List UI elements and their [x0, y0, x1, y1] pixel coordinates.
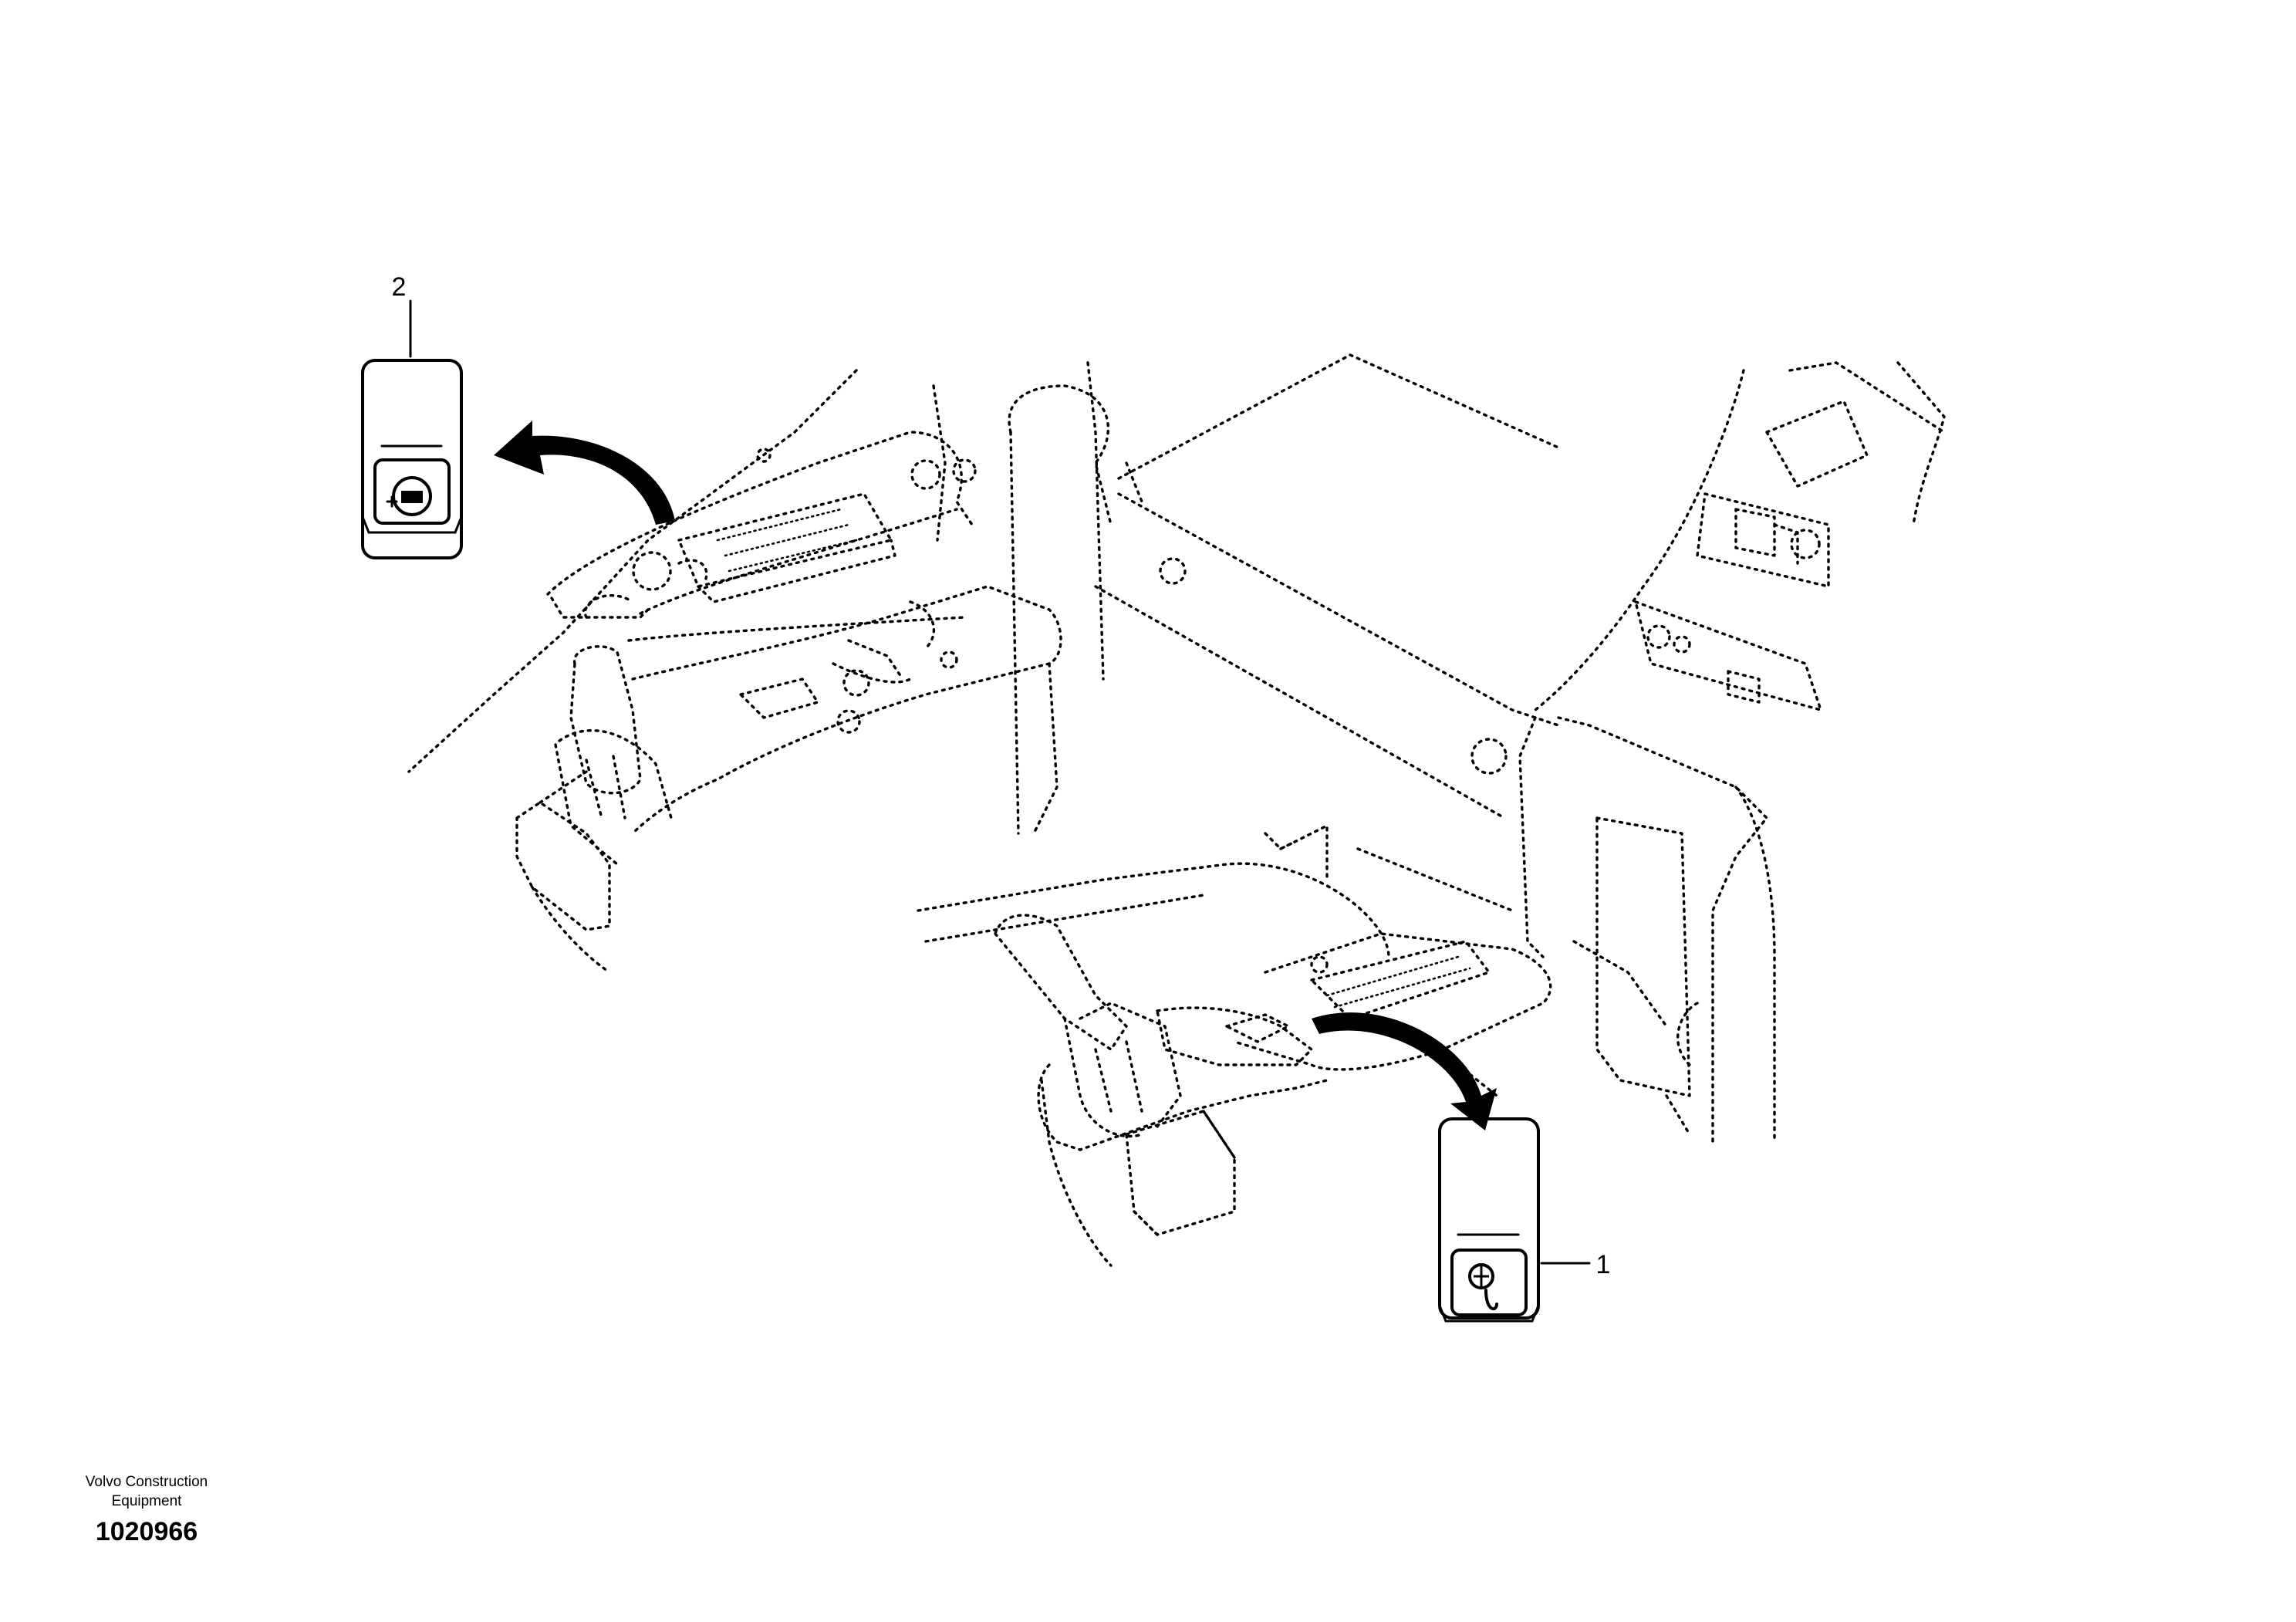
- switch-body-upper: [361, 359, 463, 559]
- arrow-upper: [494, 421, 675, 525]
- arrows: [494, 421, 1497, 1130]
- engine-switch-icon: [386, 476, 432, 516]
- drawing-number: 1020966: [95, 1517, 198, 1546]
- manufacturer-line-2: Equipment: [111, 1493, 182, 1509]
- arrow-lower: [1312, 1012, 1497, 1130]
- manufacturer-line-1: Volvo Construction: [85, 1474, 208, 1490]
- manufacturer-label: Volvo Construction Equipment: [31, 1472, 262, 1511]
- callout-number-2: 2: [392, 272, 407, 302]
- hook-switch-icon: [1468, 1263, 1498, 1310]
- panel-switch-lower: 1: [1438, 1117, 1611, 1323]
- panel-switch-upper: 2: [361, 272, 463, 559]
- callout-number-1: 1: [1596, 1250, 1611, 1279]
- switch-body-lower: [1438, 1117, 1540, 1320]
